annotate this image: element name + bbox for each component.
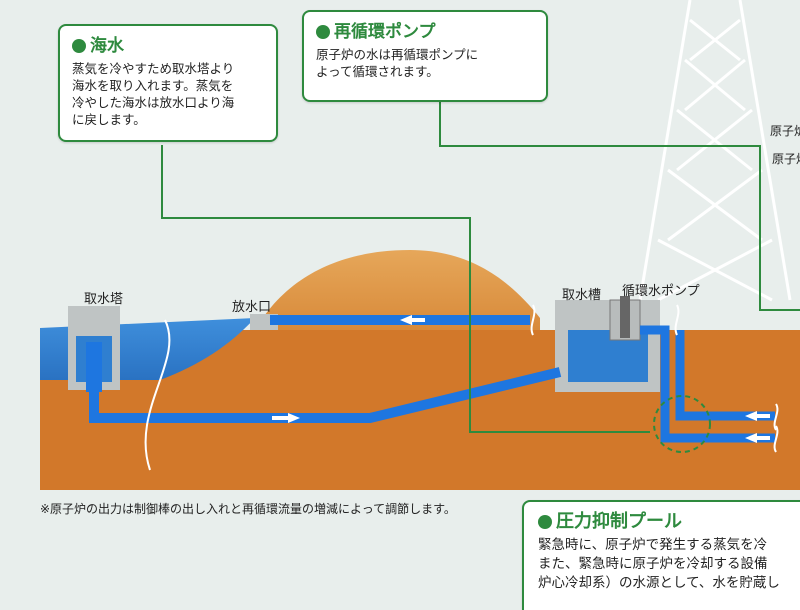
suppression-line: また、緊急時に原子炉を冷却する設備 xyxy=(538,556,768,572)
circulation-pump-label: 循環水ポンプ xyxy=(622,284,700,299)
seawater-line: に戻します。 xyxy=(72,112,146,127)
recirc-line: 原子炉の水は再循環ポンプに xyxy=(316,47,479,62)
recirc-callout-body: 原子炉の水は再循環ポンプに よって循環されます。 xyxy=(316,46,534,80)
transmission-tower xyxy=(638,0,792,302)
highlight-circle xyxy=(653,395,711,453)
seawater-line: 蒸気を冷やすため取水塔より xyxy=(72,61,235,76)
seawater-line: 冷やした海水は放水口より海 xyxy=(72,95,235,110)
edge-label-bottom: 原子炉 xyxy=(772,152,800,166)
bullet-icon xyxy=(316,25,330,39)
pump-pipe-b xyxy=(675,330,775,421)
suppression-line: 炉心冷却系）の水源として、水を貯蔵し xyxy=(538,575,780,591)
footnote: ※原子炉の出力は制御棒の出し入れと再循環流量の増減によって調節します。 xyxy=(40,502,456,516)
circulation-pump xyxy=(609,296,641,341)
outlet-label: 放水口 xyxy=(232,300,272,315)
edge-label-top: 原子炉 xyxy=(770,124,800,138)
seawater-callout-title: 海水 xyxy=(72,36,264,56)
seawater-line: 海水を取り入れます。蒸気を xyxy=(72,78,234,93)
bullet-icon xyxy=(72,39,86,53)
intake-tower-label: 取水塔 xyxy=(84,292,124,307)
intake-tank-label: 取水槽 xyxy=(562,288,602,303)
suppression-callout-title: 圧力抑制プール xyxy=(538,512,798,532)
recirc-callout-title: 再循環ポンプ xyxy=(316,22,534,42)
suppression-callout-body: 緊急時に、原子炉で発生する蒸気を冷 また、緊急時に原子炉を冷却する設備 炉心冷却… xyxy=(538,536,798,593)
seawater-callout-body: 蒸気を冷やすため取水塔より 海水を取り入れます。蒸気を 冷やした海水は放水口より… xyxy=(72,60,264,128)
pump-pipe-a xyxy=(640,325,775,443)
suppression-line: 緊急時に、原子炉で発生する蒸気を冷 xyxy=(538,537,768,553)
recirc-line: よって循環されます。 xyxy=(316,64,439,79)
flow-arrows xyxy=(272,315,770,443)
intake-tower xyxy=(68,306,120,392)
bullet-icon xyxy=(538,515,552,529)
recirc-callout: 再循環ポンプ 原子炉の水は再循環ポンプに よって循環されます。 xyxy=(302,10,548,102)
intake-tank xyxy=(555,300,660,392)
suppression-callout: 圧力抑制プール 緊急時に、原子炉で発生する蒸気を冷 また、緊急時に原子炉を冷却す… xyxy=(522,500,800,610)
suppression-title-text: 圧力抑制プール xyxy=(556,511,682,532)
intake-pipe xyxy=(89,367,562,423)
mound xyxy=(255,250,540,330)
seawater-callout: 海水 蒸気を冷やすため取水塔より 海水を取り入れます。蒸気を 冷やした海水は放水… xyxy=(58,24,278,142)
seawater-title-text: 海水 xyxy=(90,36,124,56)
break-marks xyxy=(144,304,779,471)
recirc-title-text: 再循環ポンプ xyxy=(334,22,436,42)
